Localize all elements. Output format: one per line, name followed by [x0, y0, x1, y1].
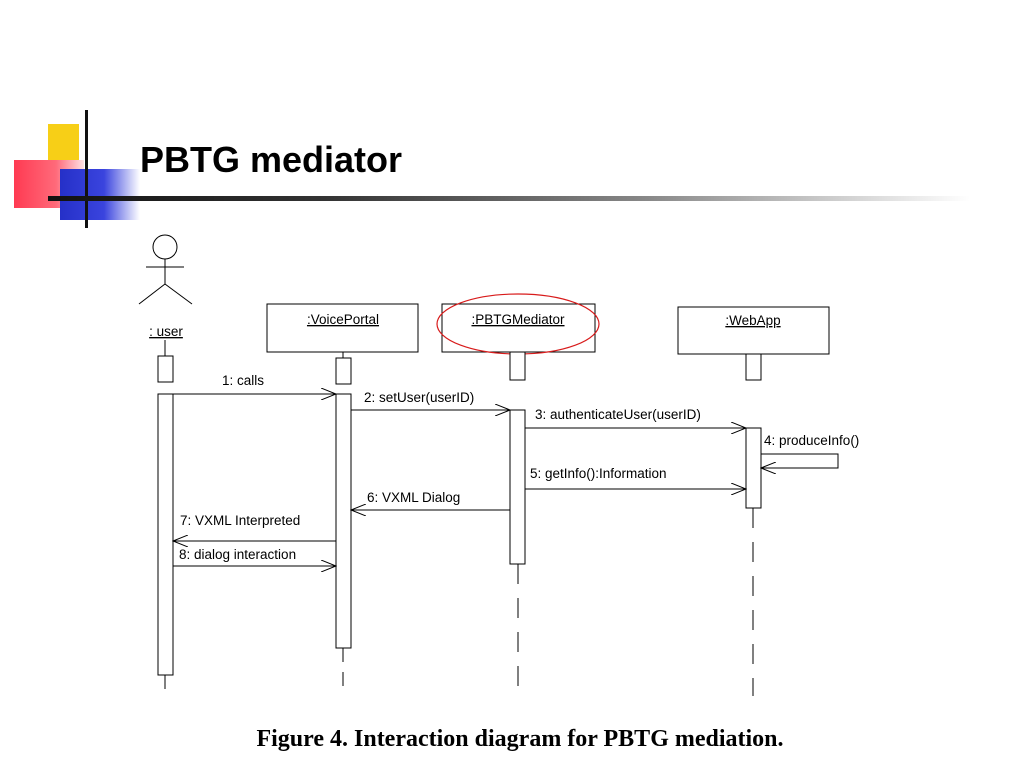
participant-label: : user — [149, 324, 183, 339]
message-label-5: 5: getInfo():Information — [530, 466, 667, 481]
activation-pbtgmediator — [509, 409, 526, 565]
message-label-1: 1: calls — [222, 373, 264, 388]
participant-voiceportal: :VoicePortal — [266, 303, 419, 353]
activation-webapp-top — [745, 353, 762, 381]
participant-user: : user — [138, 234, 193, 339]
activation-user — [157, 393, 174, 676]
lifelines — [164, 340, 754, 696]
participant-label: :VoicePortal — [307, 312, 379, 327]
participant-label: :PBTGMediator — [471, 312, 565, 327]
activation-bars — [157, 351, 762, 676]
title-underline — [48, 196, 970, 201]
activation-pbtgmediator-top — [509, 351, 526, 381]
decor-blue-square — [60, 169, 140, 220]
message-label-6: 6: VXML Dialog — [367, 490, 460, 505]
activation-voiceportal-top — [335, 357, 352, 385]
activation-user-top — [157, 355, 174, 383]
participant-label: :WebApp — [725, 313, 780, 328]
message-labels: 1: calls 2: setUser(userID) 3: authentic… — [179, 373, 859, 562]
decor-vertical-rule — [85, 110, 88, 228]
participant-webapp: :WebApp — [677, 306, 830, 355]
activation-voiceportal — [335, 393, 352, 649]
slide-title: PBTG mediator — [140, 139, 403, 180]
message-label-2: 2: setUser(userID) — [364, 390, 474, 405]
figure-caption: Figure 4. Interaction diagram for PBTG m… — [256, 726, 784, 752]
actor-stick-figure-icon — [138, 234, 193, 305]
message-arrows — [173, 394, 839, 566]
message-label-4: 4: produceInfo() — [764, 433, 859, 448]
message-label-3: 3: authenticateUser(userID) — [535, 407, 701, 422]
message-arrow-4-self — [761, 453, 839, 468]
participant-pbtgmediator: :PBTGMediator — [436, 293, 600, 355]
message-label-8: 8: dialog interaction — [179, 547, 296, 562]
activation-webapp — [745, 427, 762, 509]
message-label-7: 7: VXML Interpreted — [180, 513, 300, 528]
